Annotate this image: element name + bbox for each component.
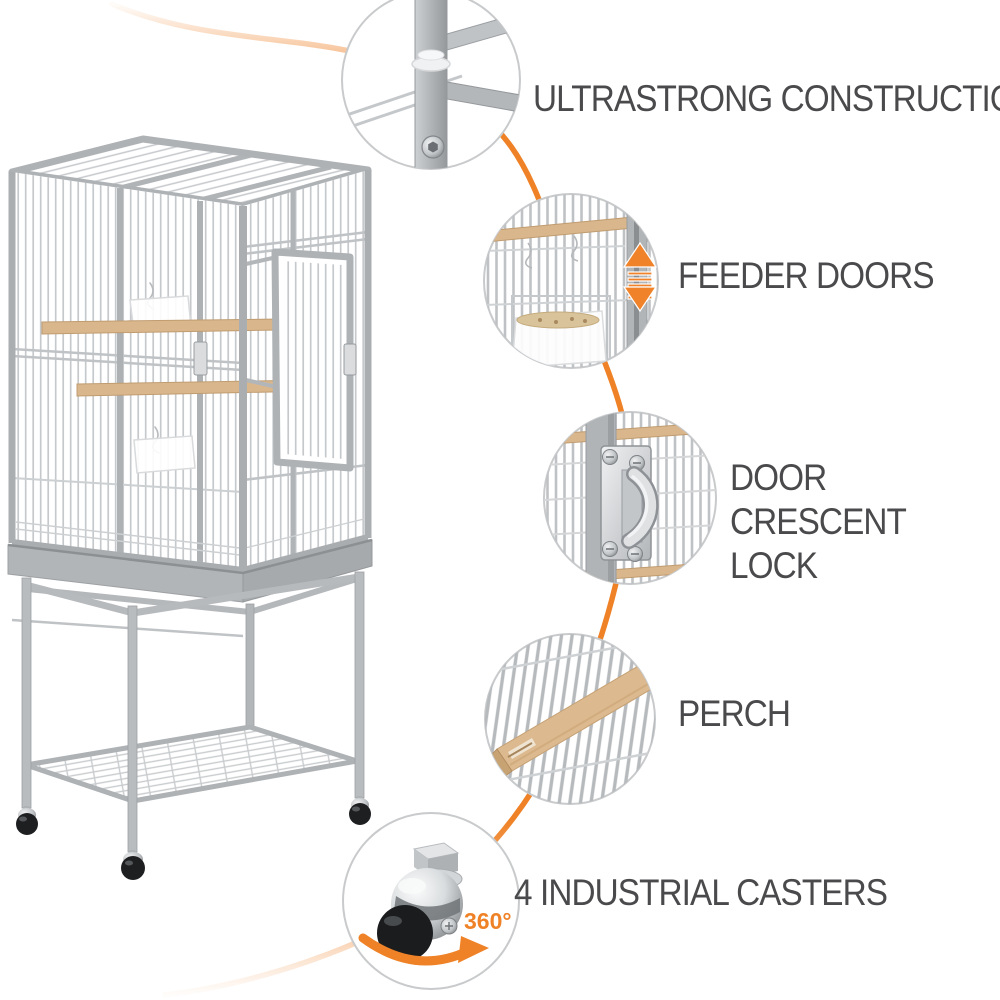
caster-icon [377,842,463,961]
feature-label-perch: PERCH [678,693,791,734]
feeder-updown-arrow-icon [622,241,658,313]
callout-circle-construction [341,0,521,170]
caster-front [121,850,145,880]
cage-front-face [11,172,244,638]
feature-label-ultrastrong-construction: ULTRASTRONG CONSTRUCTION [533,78,1000,119]
caster-right [349,796,371,825]
crescent-lock-icon [600,445,659,562]
cage-open-door [245,248,357,472]
door-lock-latch [343,343,357,376]
cage-roof [8,135,372,210]
callout-circle-crescent-lock [543,411,717,585]
callout-circle-caster [342,812,520,990]
front-door-latch [193,341,208,376]
feature-label-feeder-doors: FEEDER DOORS [678,255,935,296]
cage-bottom [8,170,372,575]
cage-tray [7,538,373,603]
rotation-arrow-icon [358,933,489,966]
cage-stand [16,571,371,880]
feature-label-door-crescent-lock: DOOR CRESCENT LOCK [730,457,906,586]
caster-left [16,806,38,835]
callout-circle-feeder-doors [483,193,659,369]
bird-cage-illustration [7,135,373,880]
stand-shelf [23,724,360,804]
feature-label-industrial-casters: 4 INDUSTRIAL CASTERS [514,872,888,913]
hex-screw-icon [421,135,445,159]
frame-beam [446,81,520,114]
callout-circle-perch [484,633,656,805]
perch-icon [489,661,655,778]
feeder-cup-icon [511,310,607,368]
caster-rotation-label: 360° [464,908,512,934]
